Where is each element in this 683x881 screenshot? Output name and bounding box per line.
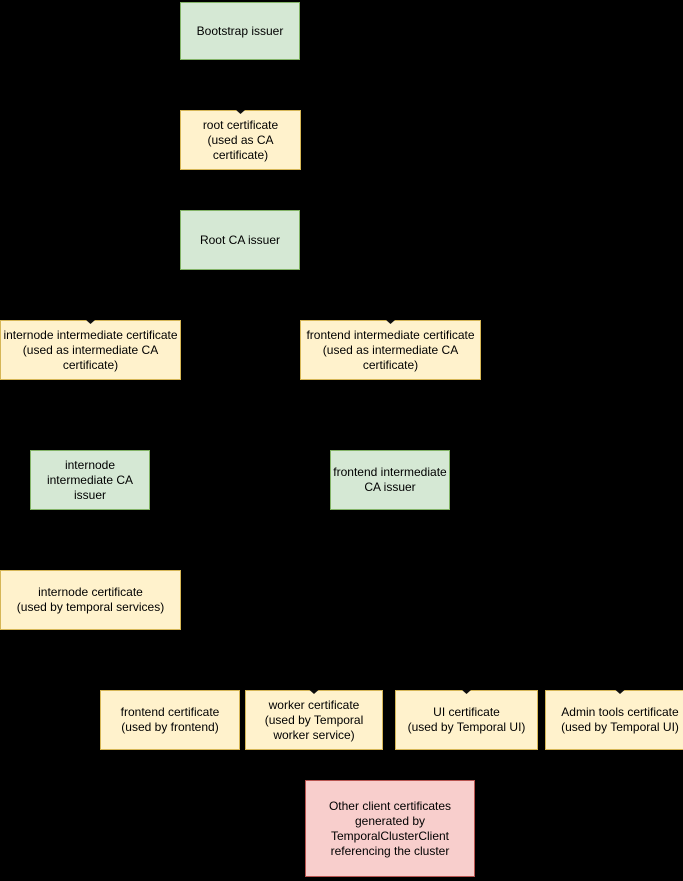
- node-label-line: CA issuer: [364, 480, 416, 494]
- node-label-line: internode: [64, 457, 116, 472]
- arrowhead-icon: [615, 690, 625, 694]
- node-label-line: root certificate: [202, 117, 279, 132]
- node-label-line: (used as CA: [207, 132, 274, 147]
- node-label-line: frontend intermediate certificate: [306, 327, 475, 342]
- arrowhead-icon: [86, 320, 95, 324]
- node-label-line: certificate): [362, 357, 419, 372]
- node-label-line: certificate): [212, 147, 269, 162]
- arrowhead-icon: [462, 690, 471, 694]
- arrowhead-icon: [386, 320, 395, 324]
- node-label-line: Bootstrap issuer: [196, 23, 284, 38]
- diagram-node-admin-tools-certificate: Admin tools certificate(used by Temporal…: [545, 690, 683, 750]
- node-label-line: worker service): [273, 727, 355, 742]
- diagram-node-bootstrap-issuer: Bootstrap issuer: [180, 2, 300, 60]
- node-label-line: (used by Temporal UI): [561, 720, 679, 734]
- diagram-node-ui-certificate: UI certificate(used by Temporal UI): [395, 690, 538, 750]
- node-label-line: intermediate CA: [46, 472, 134, 487]
- node-label-line: Root CA issuer: [199, 232, 281, 247]
- node-label-line: Admin tools certificate: [561, 705, 679, 719]
- node-label-line: internode intermediate certificate: [3, 327, 178, 342]
- node-label-line: worker certificate: [268, 697, 360, 712]
- node-label-line: (used by temporal services): [16, 600, 165, 614]
- diagram-node-root-ca-issuer: Root CA issuer: [180, 210, 300, 270]
- node-label-line: issuer: [73, 487, 106, 502]
- arrowhead-icon: [236, 110, 245, 114]
- node-label-line: internode certificate: [38, 585, 143, 599]
- diagram-node-internode-certificate: internode certificate(used by temporal s…: [0, 570, 181, 630]
- node-label-line: certificate): [62, 357, 119, 372]
- node-label-line: (used by Temporal UI): [407, 720, 526, 734]
- node-label-line: (used by Temporal: [264, 712, 364, 727]
- node-label-line: UI certificate: [433, 705, 500, 719]
- node-label-line: TemporalClusterClient: [330, 828, 450, 843]
- node-label-line: referencing the cluster: [330, 843, 450, 858]
- node-label-line: Other client certificates: [328, 798, 452, 813]
- node-label-line: generated by: [354, 813, 426, 828]
- diagram-node-frontend-intermediate-certificate: frontend intermediate certificate(used a…: [300, 320, 481, 380]
- diagram-node-internode-intermediate-certificate: internode intermediate certificate(used …: [0, 320, 181, 380]
- node-label-line: (used by frontend): [121, 720, 219, 734]
- node-label-line: (used as intermediate CA: [22, 342, 159, 357]
- diagram-node-frontend-certificate: frontend certificate(used by frontend): [100, 690, 240, 750]
- node-label-line: frontend intermediate: [333, 465, 447, 479]
- node-label-line: frontend certificate: [120, 705, 220, 719]
- node-label-line: (used as intermediate CA: [322, 342, 459, 357]
- arrowhead-icon: [309, 690, 319, 694]
